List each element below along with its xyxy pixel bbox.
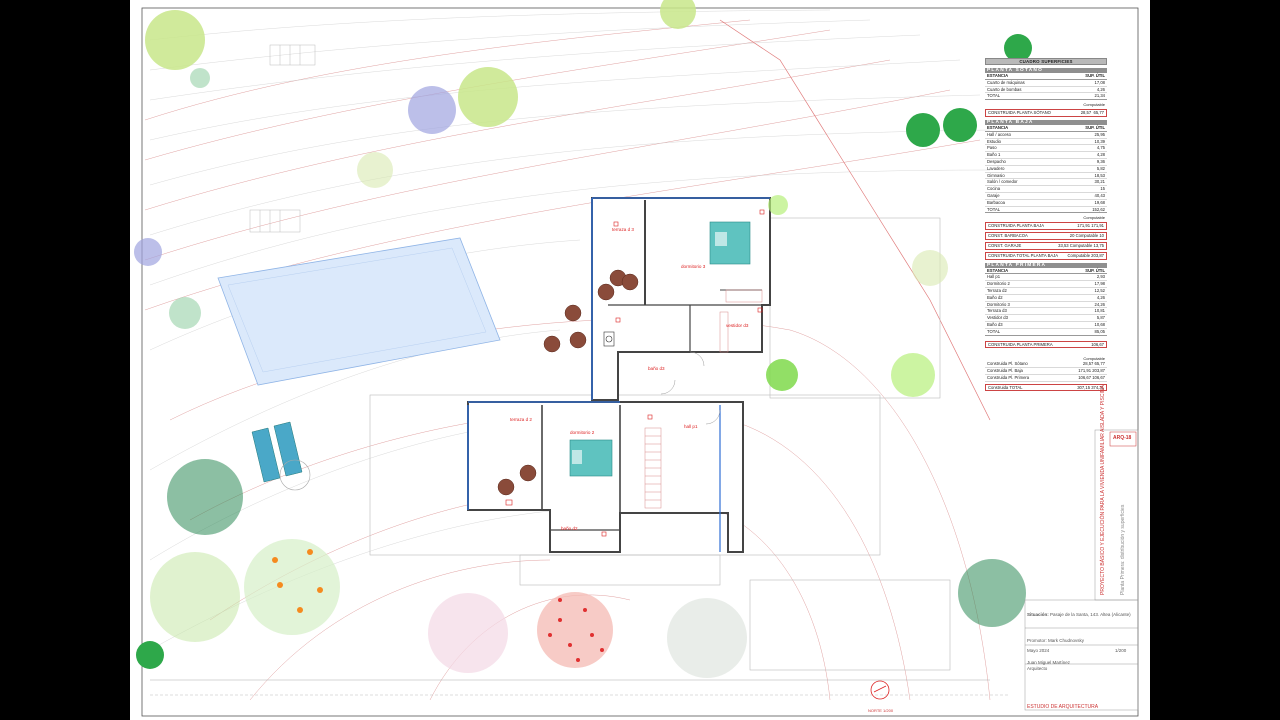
room-label: baño d3 (648, 366, 665, 371)
sheet-code: ARQ-18 (1113, 435, 1132, 441)
table-title: CUADRO SUPERFICIES (985, 58, 1107, 65)
room-label: baño d2 (561, 526, 578, 531)
title-block-frame (1024, 429, 1139, 711)
room-label: terraza d 2 (510, 417, 532, 422)
bed-icon (569, 439, 613, 477)
scale: 1/200 (1115, 648, 1127, 653)
section-baja: PLANTA BAJA (985, 119, 1107, 125)
date: Mayo 2024 (1027, 648, 1050, 653)
first-floor-plan (467, 197, 771, 553)
north-arrow-icon (870, 680, 890, 700)
swimming-pool (217, 237, 501, 386)
drawing-sheet: CUADRO SUPERFICIES PLANTA SÓTANO ESTANCI… (130, 0, 1150, 720)
room-label: vestidor d3 (726, 323, 749, 328)
section-primera: PLANTA PRIMERA (985, 262, 1107, 268)
landscape-trees (134, 0, 1032, 678)
promotor: Promotor: Mark Chudnovsky (1027, 638, 1085, 643)
studio-name: ESTUDIO DE ARQUITECTURA (1027, 704, 1099, 710)
room-label: hall p1 (684, 424, 698, 429)
surfaces-table: CUADRO SUPERFICIES PLANTA SÓTANO ESTANCI… (985, 58, 1107, 392)
project-title: PROYECTO BÁSICO Y EJECUCIÓN PARA LA VIVI… (1100, 385, 1106, 595)
room-label: terraza d 3 (612, 227, 634, 232)
room-label: dormitorio 2 (570, 430, 595, 435)
north-label: NORTE 1/200 (868, 708, 894, 713)
flower-dots (548, 598, 604, 662)
terrain-lines (149, 9, 991, 651)
architect-role: Arquitecto (1027, 666, 1048, 671)
terrace-furniture (497, 269, 639, 496)
site-plan-drawing (134, 0, 1139, 717)
room-label: dormitorio 3 (681, 264, 706, 269)
ground-floor-outline (369, 217, 951, 671)
sun-loungers (251, 421, 311, 491)
plane-title: Planta Primera: distribución y superfici… (1120, 504, 1126, 595)
situacion: Situación: Pasaje de la Santa, 143. Alte… (1027, 612, 1131, 617)
architect: Juan Miguel Martínez (1027, 660, 1071, 665)
section-sotano: PLANTA SÓTANO (985, 68, 1107, 73)
